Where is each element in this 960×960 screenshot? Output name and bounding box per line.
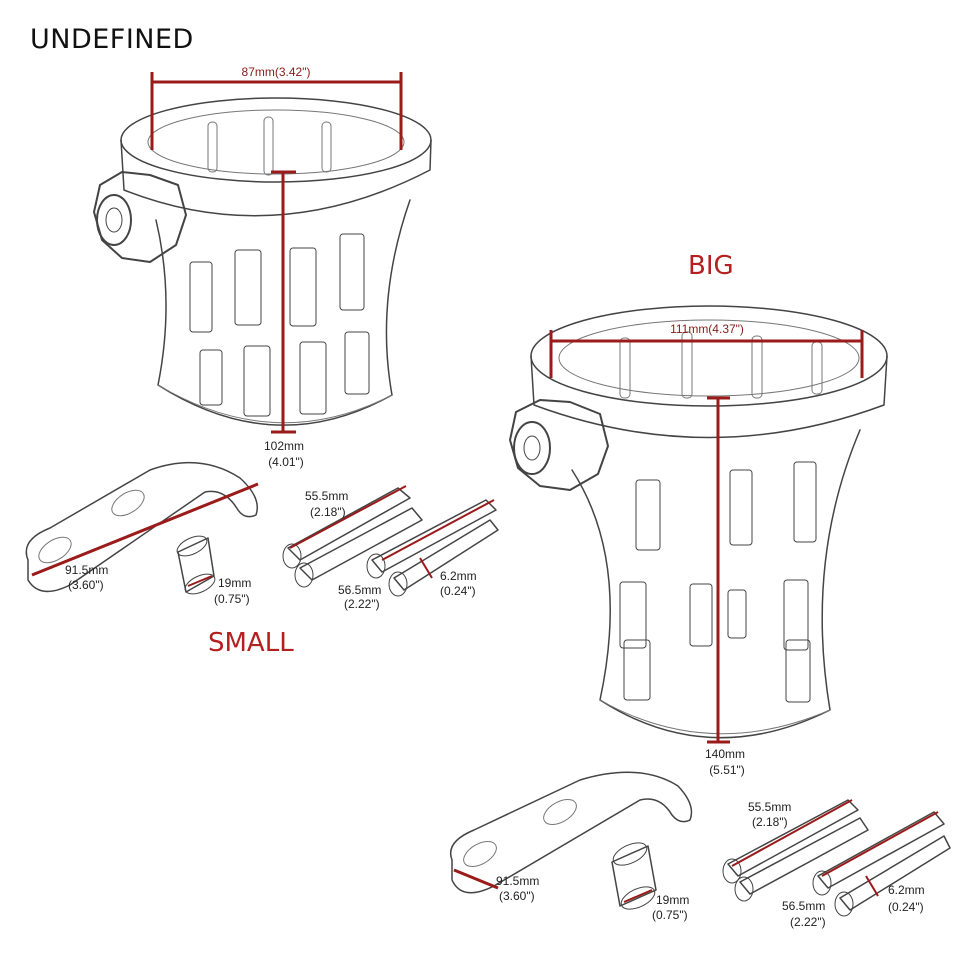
brand-logo-text: UNDEFINED [30, 24, 194, 55]
big-bolt-long-in: (2.18") [752, 815, 788, 829]
small-bolt-long-in: (2.18") [310, 505, 346, 519]
big-cup-width-label: 111mm(4.37") [670, 322, 744, 336]
small-spacer-mm: 19mm [218, 576, 251, 590]
small-spacer-in: (0.75") [214, 592, 250, 606]
big-bolt-dia-mm: 6.2mm [888, 883, 925, 897]
big-cup-height-mm: 140mm [705, 747, 745, 761]
small-bolt-dia-in: (0.24") [440, 584, 476, 598]
big-spacer-mm: 19mm [656, 893, 689, 907]
small-bracket-in: (3.60") [68, 578, 104, 592]
big-bracket-mm: 91.5mm [496, 874, 539, 888]
small-cup-height-mm: 102mm [264, 439, 304, 453]
small-bracket-drawing [25, 461, 259, 593]
small-bolt-dia-mm: 6.2mm [440, 569, 477, 583]
small-cup-drawing [93, 97, 432, 426]
big-cup-clamp-knob [509, 399, 609, 491]
big-cup-drawing [509, 305, 888, 739]
big-bolt-short-mm: 56.5mm [782, 899, 825, 913]
small-bolt-long-mm: 55.5mm [305, 489, 348, 503]
big-bracket-in: (3.60") [499, 889, 535, 903]
big-bolt-long-mm: 55.5mm [748, 800, 791, 814]
small-spacer-drawing [176, 535, 216, 595]
big-cup-height-in: (5.51") [709, 763, 745, 777]
big-spacer-drawing [611, 842, 657, 910]
small-size-title: SMALL [208, 628, 294, 658]
small-bracket-mm: 91.5mm [65, 563, 108, 577]
big-spacer-in: (0.75") [652, 908, 688, 922]
big-cup-width-measure [549, 330, 864, 378]
small-cup-width-measure [150, 72, 403, 150]
big-size-title: BIG [688, 251, 734, 281]
small-bolt-short-in: (2.22") [344, 597, 380, 611]
small-bolts-drawing [282, 485, 499, 597]
small-bolt-short-mm: 56.5mm [338, 583, 381, 597]
small-cup-clamp-knob [93, 171, 187, 263]
small-cup-height-in: (4.01") [268, 455, 304, 469]
small-cup-width-label: 87mm(3.42") [242, 65, 311, 79]
big-bolt-short-in: (2.22") [790, 915, 826, 929]
big-bolts-drawing [722, 799, 951, 917]
big-bolt-dia-in: (0.24") [888, 900, 924, 914]
small-cup-height-measure [271, 170, 296, 434]
big-cup-height-measure [707, 396, 730, 744]
big-bracket-drawing [450, 771, 693, 894]
